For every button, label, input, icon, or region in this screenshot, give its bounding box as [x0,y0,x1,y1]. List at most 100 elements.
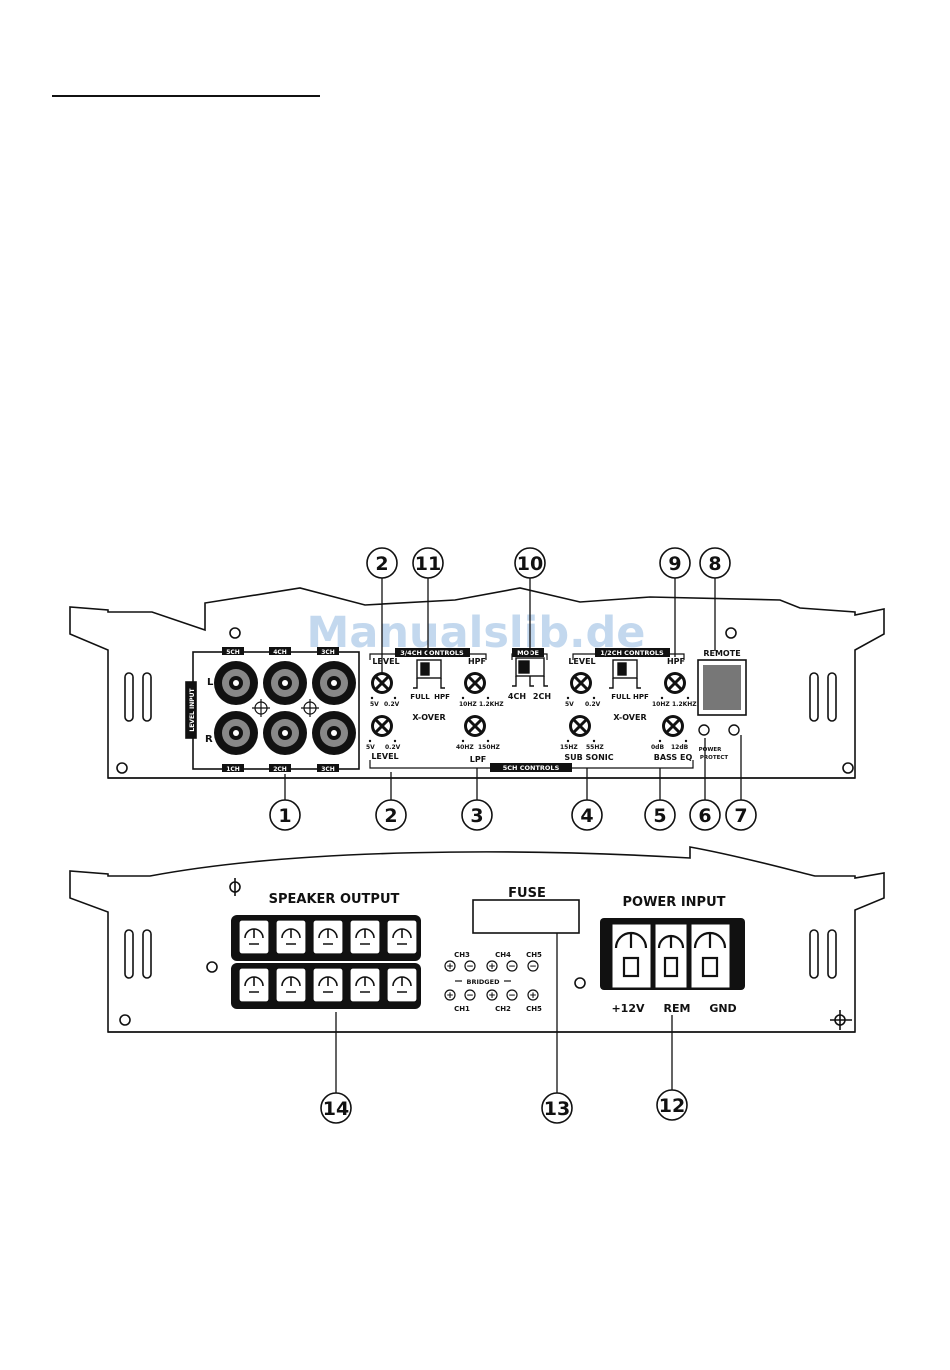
rca-label-2ch: 2CH [273,766,287,773]
crosshair-icon [229,878,852,1030]
ch34-12khz: 1.2KHZ [479,701,504,708]
callout-circle-2-top [366,547,398,579]
ch5-12db: 12dB [671,744,689,751]
mode-4ch: 4CH [508,692,526,701]
slide-switch-icon [512,657,548,687]
vent-slot [809,672,819,722]
footer-tab [490,763,572,772]
polarity-legend [444,960,539,1001]
callout-circle-9 [659,547,691,579]
power-led-icon [698,724,710,736]
mode-2ch: 2CH [533,692,551,701]
protect-led-label: PROTECT [700,755,728,761]
rca-jack-icon [263,711,307,755]
control-labels: LEVEL HPF FULL HPF 5V 0.2V 10HZ 1.2KHZ X… [366,657,697,764]
svg-text:+: + [488,962,496,972]
callout-circles [269,547,757,1124]
callout-4: 4 [580,805,593,827]
callout-circle-7 [725,799,757,831]
knobs [371,672,686,737]
ch34-level-label: LEVEL [372,657,399,666]
vent-slot [809,929,819,979]
ch4-label: CH4 [495,951,511,959]
vent-slot [142,929,152,979]
vent-slot [827,672,837,722]
knob-icon [570,672,592,694]
remote-label: REMOTE [703,649,740,658]
callout-10: 10 [517,553,543,575]
ch5-label-top: CH5 [526,951,542,959]
ch34-10hz: 10HZ [459,701,477,708]
ch5-bass-eq-label: BASS EQ [654,753,693,762]
ch34-5v: 5V [370,701,379,708]
screw-hole-icon [229,627,241,639]
crosshair-icon [252,699,319,717]
callout-8: 8 [708,553,721,575]
ch34-hpf-label: HPF [468,657,486,666]
callout-circle-4 [571,799,603,831]
svg-text:−: − [529,962,537,972]
ch5-5v: 5V [366,744,375,751]
rca-jack-icon [312,661,356,705]
rca-jack-icon [263,661,307,705]
header-tab [395,648,470,657]
callout-circle-1 [269,799,301,831]
callout-12: 12 [659,1095,685,1117]
callout-circle-6 [689,799,721,831]
knob-icon [464,672,486,694]
rca-row-l: L [207,677,214,688]
callout-13: 13 [544,1098,570,1120]
knob-icon [371,715,393,737]
ch12-5v: 5V [565,701,574,708]
ch5-label-bottom: CH5 [526,1005,542,1013]
ch5-subsonic-label: SUB SONIC [564,753,613,762]
control-frames [369,653,694,769]
screw-hole-icon [119,1014,131,1026]
power-input-block [600,918,745,990]
ch34-02v: 0.2V [384,701,400,708]
ch5-55hz: 55HZ [586,744,604,751]
top-rule [52,95,320,97]
bridged-label: BRIDGED [467,978,501,986]
bottom-panel [69,846,885,1033]
switches [413,657,641,689]
ch5-0db: 0dB [651,744,664,751]
callout-9: 9 [668,553,681,575]
plus12v-label: +12V [611,1002,645,1015]
level-input-label: LEVEL INPUT [189,688,196,732]
ch1-label: CH1 [454,1005,470,1013]
vent-slot [142,672,152,722]
screw-hole-icon [725,627,737,639]
mode-header: MODE [517,649,539,657]
callout-circle-13 [541,1092,573,1124]
screw-hole-icon [206,961,218,973]
callout-circle-2-bottom [375,799,407,831]
ch2-label: CH2 [495,1005,511,1013]
ch5-controls-footer: 5CH CONTROLS [503,764,560,772]
rca-jack-icon [214,661,258,705]
ch12-level-label: LEVEL [568,657,595,666]
rca-label-5ch: 5CH [226,649,240,656]
callout-6: 6 [698,805,711,827]
watermark: Manualslib.de [307,608,646,658]
ch12-10hz: 10HZ [652,701,670,708]
slide-switch-icon [413,659,445,689]
callout-1: 1 [278,805,291,827]
leader-lines [284,578,742,1093]
speaker-output-label: SPEAKER OUTPUT [269,892,400,907]
slide-switch-icon [609,659,641,689]
protect-led-icon [728,724,740,736]
remote-port-icon [703,665,741,710]
ch5-02v: 0.2V [385,744,401,751]
ch5-15hz: 15HZ [560,744,578,751]
rca-label-3ch-top: 3CH [321,649,335,656]
callout-circle-11 [412,547,444,579]
tick-dots [368,696,690,743]
header-tab [512,648,544,657]
callout-7: 7 [734,805,747,827]
ch34-full-label: FULL [410,693,430,701]
ch12-xover-label: X-OVER [613,713,646,722]
vent-slot [124,672,134,722]
fuse-holder [472,899,580,934]
svg-text:−: − [466,991,474,1001]
